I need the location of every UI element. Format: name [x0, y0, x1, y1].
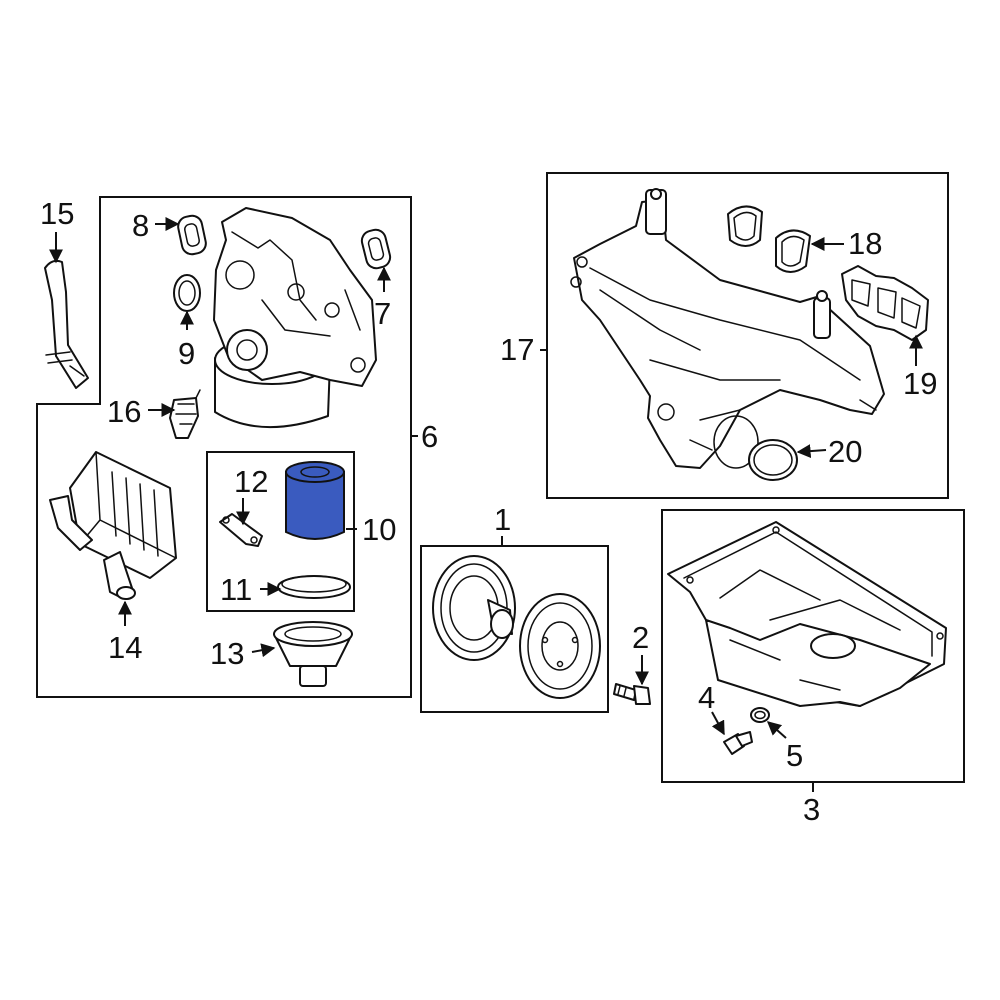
part-18-manifold-gasket[interactable] — [727, 205, 811, 273]
pulley-group-box — [420, 545, 609, 713]
callout-18: 18 — [848, 226, 882, 261]
callout-11: 11 — [220, 572, 252, 607]
callout-10: 10 — [362, 512, 396, 547]
oil-filter-housing-group-box — [36, 196, 412, 698]
callout-8: 8 — [132, 208, 149, 243]
part-20-throttle-body-gasket[interactable] — [748, 439, 798, 481]
callout-20: 20 — [828, 434, 862, 469]
callout-1: 1 — [494, 502, 511, 537]
part-6-oil-filter-housing[interactable] — [213, 207, 377, 428]
callout-13: 13 — [210, 636, 244, 671]
part-3-oil-pan[interactable] — [667, 521, 947, 707]
callout-6: 6 — [421, 419, 438, 454]
callout-4: 4 — [698, 680, 715, 715]
part-11-filter-o-ring[interactable] — [277, 575, 351, 599]
part-5-drain-plug-washer[interactable] — [750, 707, 770, 723]
part-1-crankshaft-pulley[interactable] — [432, 555, 601, 699]
leader-lines — [49, 217, 923, 792]
part-7-o-ring[interactable] — [360, 228, 392, 271]
part-8-o-ring[interactable] — [176, 214, 207, 256]
part-2-pulley-bolt[interactable] — [613, 683, 651, 705]
callout-17: 17 — [500, 332, 534, 367]
part-12-oil-filter-element[interactable] — [285, 461, 345, 540]
callout-3: 3 — [803, 792, 820, 827]
part-15-coolant-hose[interactable] — [44, 259, 89, 389]
callout-7: 7 — [374, 296, 391, 331]
part-9-seal-ring[interactable] — [173, 274, 201, 312]
callout-12: 12 — [234, 464, 268, 499]
callout-9: 9 — [178, 336, 195, 371]
callout-14: 14 — [108, 630, 142, 665]
part-16-temperature-sensor[interactable] — [169, 389, 201, 439]
intake-manifold-group-box — [546, 172, 949, 499]
callout-16: 16 — [107, 394, 141, 429]
part-12-drain-clip[interactable] — [219, 513, 263, 547]
part-17-intake-manifold[interactable] — [570, 188, 885, 469]
part-4-drain-plug[interactable] — [723, 731, 753, 755]
part-14-oil-cooler[interactable] — [49, 451, 177, 600]
oil-filter-group-box — [206, 451, 355, 612]
callout-5: 5 — [786, 738, 803, 773]
callout-19: 19 — [903, 366, 937, 401]
part-13-filter-cap[interactable] — [273, 621, 353, 687]
part-19-manifold-gasket-set[interactable] — [841, 265, 929, 341]
callout-15: 15 — [40, 196, 74, 231]
callout-2: 2 — [632, 620, 649, 655]
